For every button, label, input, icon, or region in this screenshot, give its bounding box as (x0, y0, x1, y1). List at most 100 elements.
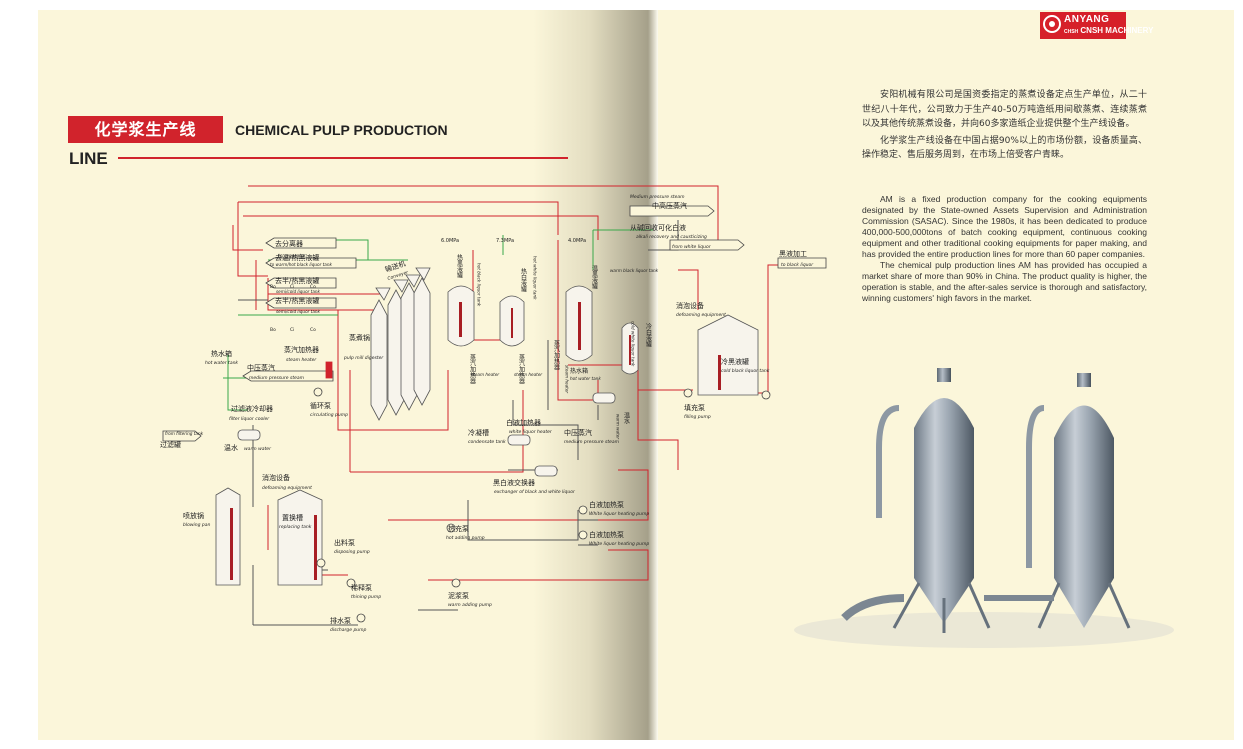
label-pulp-mill-cn: 蒸煮锅 (349, 333, 370, 342)
label-warm-add-pump-en: warm adding pump (448, 602, 492, 608)
label-filling-pump-cn: 填充泵 (684, 403, 705, 412)
label-mp-steam-top-en: Medium pressure steam (630, 194, 685, 200)
label-defoam-left-en: defoaming equipment (262, 485, 312, 491)
intro-chinese: 安阳机械有限公司是国资委指定的蒸煮设备定点生产单位，从二十世纪八十年代，公司致力… (862, 88, 1147, 165)
logo-sub: CHSH CNSH MACHINERY (1064, 26, 1154, 35)
label-black-to-en: to black liquor (781, 262, 814, 268)
intro-cn-paragraph: 安阳机械有限公司是国资委指定的蒸煮设备定点生产单位，从二十世纪八十年代，公司致力… (862, 90, 1147, 129)
label-mp-steam-mid-cn: 中压蒸汽 (564, 428, 592, 437)
label-warm-add-pump-cn: 泥浆泵 (448, 591, 469, 600)
logo-name: ANYANG (1064, 14, 1110, 25)
label-dis-pump-en: disposing pump (334, 549, 370, 555)
label-hot-white-tank-en: hot white liquor tank (533, 256, 538, 300)
label-semi-1-cn: 去半/热黑液罐 (275, 276, 319, 285)
label-steam-heater-2-cn: 蒸汽加热器 (518, 353, 525, 385)
label-hot-add-pump-en: hot adding pump (446, 535, 485, 541)
label-steam-heater-3-en: steam heater (565, 365, 570, 393)
label-pressure-2: 7.3MPa (496, 238, 514, 244)
label-filtering-tank-cn: 过滤罐 (160, 440, 181, 449)
label-hot-water-tank2-cn: 热水箱 (570, 367, 588, 375)
label-steam-heater-1-cn: 蒸汽加热器 (469, 353, 476, 385)
label-exchanger-en: exchanger of black and white liquor (494, 489, 576, 495)
label-cold-black-en: cold black liquor tank (721, 368, 770, 374)
label-steam-heater-3-cn: 蒸汽加热器 (553, 339, 560, 371)
label-defoam-right-cn: 消泡设备 (676, 301, 704, 310)
label-cold-white-cn: 冷白液罐 (645, 322, 652, 348)
label-black-to-cn: 黑液加工 (779, 249, 807, 258)
intro-cn-paragraph: 化学浆生产线设备在中国占据90%以上的市场份额，设备质量高、操作稳定、售后服务周… (862, 135, 1147, 161)
label-white-pump-2-en: White liquor heating pump (589, 541, 649, 547)
label-pressure-3: 4.0MPa (568, 238, 586, 244)
label-co: Co (310, 284, 316, 290)
label-thin-pump-en: thining pump (351, 594, 381, 600)
label-exchanger-cn: 黑白液交换器 (493, 478, 535, 487)
label-white-pump-1-cn: 白液加热泵 (589, 500, 624, 509)
label-warm-water-v-cn: 温水 (623, 411, 630, 424)
label-hot-add-pump-cn: 热充泵 (448, 524, 469, 533)
label-filling-pump-en: filling pump (684, 414, 711, 420)
label-pulp-mill-en: pulp mill digester (343, 355, 384, 361)
label-to-separator-en: to separator (278, 253, 307, 259)
heading-rule (118, 157, 568, 159)
label-dis-pump-cn: 出料泵 (334, 538, 355, 547)
anyang-logo: ANYANG CHSH CNSH MACHINERY (1040, 12, 1153, 39)
label-to-warm-hot-en: to warm/hot black liquor tank (270, 262, 332, 267)
label-steam-heater-top-en: steam heater (286, 357, 317, 363)
intro-en-paragraph: The chemical pulp production lines AM ha… (862, 260, 1147, 303)
label-steam-heater-1-en: steam heater (471, 372, 499, 377)
label-alkali-en: alkali recovery and causticizing (636, 234, 707, 240)
label-mp-steam-left-cn: 中压蒸汽 (247, 363, 275, 372)
label-filtering-tank-en: from filtering tank (165, 431, 204, 436)
label-white-pump-2-cn: 白液加热泵 (589, 530, 624, 539)
page-fold-shadow (533, 10, 658, 740)
label-hot-water-tank2-en: hot water tank (570, 376, 601, 381)
label-bo: Bo (270, 284, 276, 290)
label-white-heater-en: white liquor heater (509, 429, 553, 435)
label-mp-steam-left-en: medium pressure steam (249, 375, 305, 381)
label-to-separator-cn: 去分离器 (275, 239, 303, 248)
label-circ-pump-en: circulating pump (310, 412, 348, 418)
heading-en-line2: LINE (69, 149, 108, 168)
label-hot-water-tank-en: hot water tank (205, 360, 238, 366)
intro-en-paragraph: AM is a fixed production company for the… (862, 194, 1147, 259)
intro-english: AM is a fixed production company for the… (862, 194, 1147, 304)
digester-photo (794, 368, 1174, 648)
label-hot-white-tank-cn: 热白液罐 (520, 267, 527, 293)
label-replacing-tank-en: replacing tank (279, 524, 312, 530)
label-steam-heater-top-cn: 蒸汽加热器 (284, 345, 319, 354)
heading-en: CHEMICAL PULP PRODUCTION (235, 122, 448, 138)
label-filter-cooler-cn: 过滤液冷却器 (231, 404, 273, 413)
label-hot-black-tank-en: hot black liquor tank (477, 263, 482, 307)
label-ci: Ci (290, 284, 294, 290)
label-mp-steam-mid-en: medium pressure steam (564, 439, 620, 445)
process-flow-diagram: 去分离器 to separator 去温/热黑液罐 to warm/hot bl… (160, 185, 827, 633)
label-blowing-pan-en: blowing pan (183, 522, 211, 528)
label-bo-2: Bo (270, 327, 276, 333)
label-cold-white-en: cold white liquor tank (631, 321, 636, 367)
label-co-2: Co (310, 327, 316, 333)
logo-mark-icon (1043, 15, 1061, 33)
label-hot-water-tank-cn: 热水箱 (211, 349, 232, 358)
label-replacing-tank-cn: 置换槽 (282, 513, 303, 522)
label-circ-pump-cn: 循环泵 (310, 401, 331, 410)
label-mp-steam-top-cn: 中高压蒸汽 (652, 201, 687, 210)
label-filter-cooler-en: filter liquor cooler (229, 416, 270, 422)
label-warm-water-en: warm water (244, 446, 272, 452)
label-white-pump-1-en: White liquor heating pump (589, 511, 649, 517)
label-alkali-cn: 从碱回收可化白液 (630, 223, 686, 232)
label-warm-black-tank-cn: 温黑液罐 (591, 264, 598, 290)
heading-cn: 化学浆生产线 (68, 116, 223, 143)
label-semi-1-en: semi/cold liquor tank (276, 289, 321, 294)
label-white-heater-cn: 白液加热器 (506, 418, 541, 427)
label-hot-black-tank-cn: 热黑液罐 (456, 253, 463, 279)
label-warm-black-tank-en: warm black liquor tank (610, 268, 659, 273)
label-condensate-en: condensate tank (468, 439, 506, 445)
label-defoam-right-en: defoaming equipment (676, 312, 726, 318)
label-discharge-pump-en: discharge pump (330, 627, 367, 633)
label-defoam-left-cn: 消泡设备 (262, 473, 290, 482)
label-semi-2-cn: 去半/热黑液罐 (275, 296, 319, 305)
label-discharge-pump-cn: 排水泵 (330, 616, 351, 625)
label-from-white: from white liquor (672, 244, 712, 250)
label-steam-heater-2-en: steam heater (514, 372, 542, 377)
label-semi-2-en: semi/cold liquor tank (276, 309, 321, 314)
